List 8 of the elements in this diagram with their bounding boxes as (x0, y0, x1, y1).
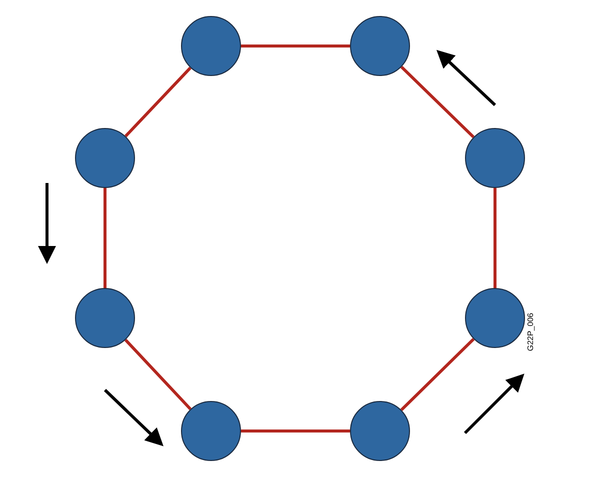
connector-line (124, 338, 192, 410)
connector-line (241, 44, 350, 48)
connector-line (124, 66, 192, 138)
connector-line (494, 188, 496, 288)
connector-line (241, 430, 350, 432)
connector-line (400, 338, 475, 412)
connector-line (400, 66, 475, 138)
connector-line (104, 188, 106, 288)
